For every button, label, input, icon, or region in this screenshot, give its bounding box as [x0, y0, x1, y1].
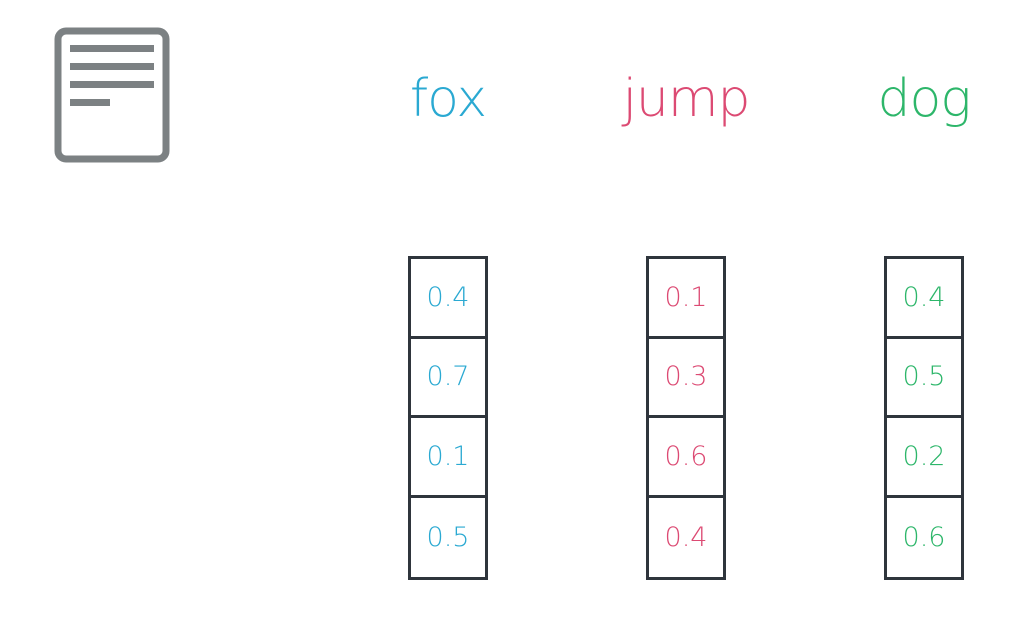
vector-cell: 0.4 — [887, 259, 961, 339]
vector-cell: 0.1 — [649, 259, 723, 339]
vector-cell: 0.5 — [426, 521, 470, 553]
vector-cell: 0.7 — [411, 339, 485, 418]
embedding-vector: 0.4 0.5 0.2 0.6 — [884, 256, 964, 580]
word-label: jump — [622, 69, 750, 129]
vector-cell: 0.6 — [902, 521, 946, 553]
vector-cell: 0.4 — [411, 259, 485, 339]
document-icon — [54, 27, 170, 163]
vector-cell: 0.3 — [649, 339, 723, 418]
vector-cell: 0.2 — [887, 418, 961, 498]
vector-cell: 0.5 — [887, 339, 961, 418]
embedding-vector: 0.1 0.3 0.6 0.4 — [646, 256, 726, 580]
word-label: fox — [409, 69, 487, 129]
vector-cell: 0.6 — [649, 418, 723, 498]
word-label: dog — [877, 69, 971, 129]
vector-cell: 0.4 — [664, 521, 708, 553]
vector-cell: 0.1 — [411, 418, 485, 498]
embedding-vector: 0.4 0.7 0.1 0.5 — [408, 256, 488, 580]
